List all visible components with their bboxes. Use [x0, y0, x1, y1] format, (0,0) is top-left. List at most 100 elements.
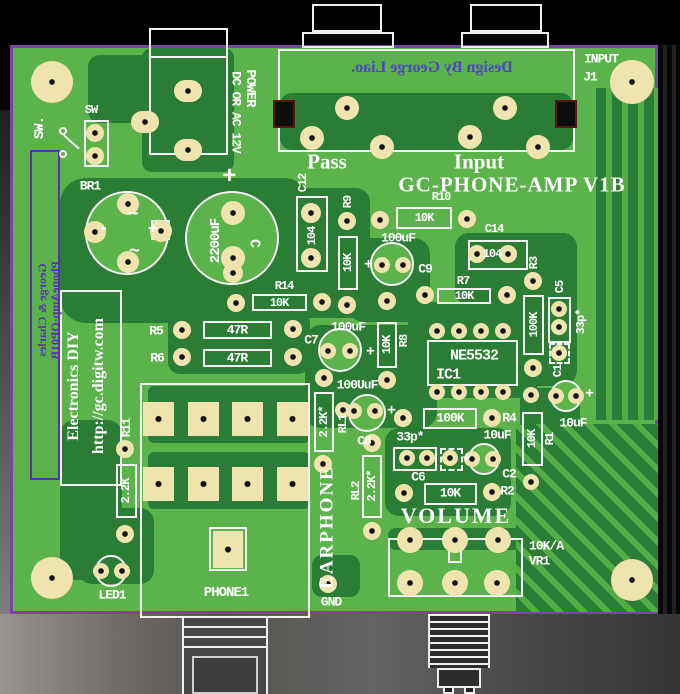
r3-outline [523, 295, 544, 355]
solder-pad [363, 434, 381, 452]
solder-pad [314, 455, 332, 473]
solder-pad [473, 323, 489, 339]
silkscreen-label: LED1 [98, 587, 126, 603]
solder-pad [419, 450, 435, 466]
silkscreen-label: http://gc.digitw.com [90, 318, 107, 454]
solder-pad [84, 221, 106, 243]
silkscreen-label: R3 [527, 256, 541, 270]
silkscreen-label: VOLUME [400, 503, 512, 528]
audio-jack-base-left [302, 32, 394, 48]
silkscreen-label: 10K [454, 289, 475, 303]
r5-outline [203, 321, 272, 339]
silkscreen-label: GC-PHONE-AMP V1B [398, 172, 626, 197]
silkscreen-label: R2 [500, 483, 515, 499]
square-solder-pad [232, 402, 263, 436]
solder-pad [551, 345, 567, 361]
solder-pad [223, 263, 243, 283]
potentiometer-shaft-threads [428, 614, 490, 668]
rl2-outline [362, 455, 382, 518]
solder-pad [442, 450, 458, 466]
r2-outline [424, 483, 477, 505]
background-right-strip [658, 45, 680, 614]
solder-pad [397, 527, 423, 553]
silkscreen-label: J1 [583, 69, 598, 85]
solder-pad [114, 563, 130, 579]
solder-pad [150, 220, 172, 242]
c5-alt-pad-outline [549, 343, 570, 364]
silkscreen-label: 2.2K* [317, 406, 331, 438]
potentiometer-shaft-collar [437, 668, 481, 688]
silkscreen-label: Electronics DIY [65, 331, 82, 441]
silkscreen-label: R14 [274, 279, 295, 293]
c9-outline [370, 242, 414, 286]
silkscreen-label: 104 [482, 247, 503, 261]
solder-pad [551, 319, 567, 335]
silkscreen-label: + [147, 220, 158, 238]
silkscreen-label: ~ [128, 205, 139, 225]
audio-jack-base-right [461, 32, 549, 48]
solder-pad [458, 125, 482, 149]
silkscreen-label: C12 [296, 173, 310, 193]
solder-pad [319, 575, 337, 593]
background-left-strip [0, 110, 10, 694]
silkscreen-label: C8 [357, 433, 372, 449]
audio-jack-outline-right [470, 4, 542, 32]
silkscreen-label: SW. [32, 116, 48, 140]
solder-pad [485, 527, 511, 553]
silkscreen-label: C5 [553, 280, 567, 294]
silkscreen-label: 100uF [330, 319, 366, 335]
silkscreen-label: 10K [380, 335, 394, 355]
solder-pad [367, 403, 383, 419]
silkscreen-label: - [98, 219, 109, 239]
c6-alt-pad-outline [440, 448, 463, 471]
silkscreen-label: VR1 [528, 553, 550, 569]
silkscreen-label: + [462, 450, 471, 466]
potentiometer-prong-right [464, 688, 475, 694]
r6-outline [203, 349, 272, 367]
solder-pad [284, 348, 302, 366]
silkscreen-label: Pass [307, 149, 347, 174]
solder-pad [397, 570, 423, 596]
solder-pad [498, 286, 516, 304]
solder-pad [346, 403, 362, 419]
smd-component [555, 100, 577, 128]
silkscreen-label: 33p* [574, 309, 588, 335]
solder-pad [301, 203, 321, 223]
solder-pad [173, 348, 191, 366]
c6-outline [393, 447, 437, 471]
solder-pad [611, 559, 653, 601]
silkscreen-label: Design By George Liao. [351, 59, 513, 76]
square-solder-pad [143, 467, 174, 501]
solder-pad [378, 371, 396, 389]
silkscreen-label: GND [320, 594, 342, 610]
silkscreen-label: 100K [436, 410, 464, 426]
solder-pad [610, 60, 654, 104]
square-solder-pad [213, 531, 243, 568]
silkscreen-label: EARPHONE [316, 465, 338, 589]
solder-pad [568, 388, 584, 404]
silkscreen-label: R10 [431, 190, 452, 204]
solder-pad [495, 384, 511, 400]
silkscreen-label: R4 [502, 410, 517, 426]
silkscreen-label: C1 [551, 364, 565, 378]
solder-pad [116, 440, 134, 458]
c5-outline [548, 297, 571, 343]
audio-jack-outline-left [312, 4, 382, 32]
solder-pad [221, 201, 245, 225]
silkscreen-label: 47R [226, 350, 248, 366]
solder-pad [371, 211, 389, 229]
website-box-outline [60, 290, 122, 486]
silkscreen-label: ~ [129, 242, 140, 262]
oval-solder-pad [174, 139, 202, 161]
silkscreen-label: 100K [527, 312, 541, 338]
ic1-outline [427, 340, 518, 386]
r11-outline [116, 464, 137, 518]
solder-pad [86, 124, 104, 142]
solder-pad [485, 451, 501, 467]
silkscreen-label: 104 [305, 226, 319, 246]
silkscreen-label: NE5532 [449, 347, 499, 365]
silkscreen-label: Input [453, 149, 505, 174]
silkscreen-label: POWER [242, 69, 258, 107]
silkscreen-label: R11 [120, 418, 134, 438]
solder-pad [338, 296, 356, 314]
